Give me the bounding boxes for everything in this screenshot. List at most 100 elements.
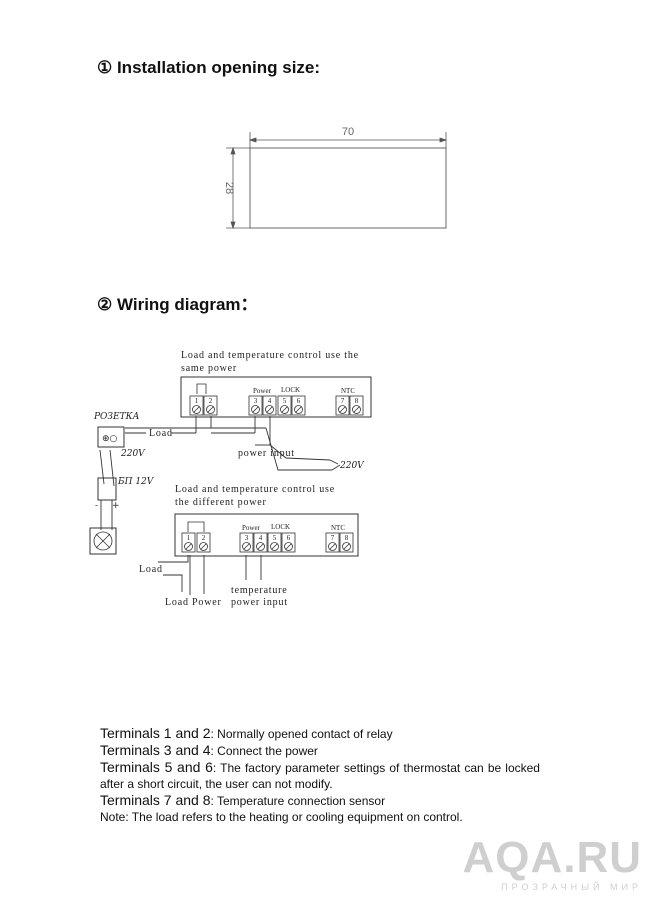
block2-terminal-number-5: 5 — [273, 534, 277, 542]
block2-terminal-screw-icon-2 — [199, 542, 208, 551]
watermark: AQA.RU ПРОЗРАЧНЫЙ МИР — [462, 833, 642, 893]
block2-terminal-8 — [339, 532, 354, 553]
note-terminals-1-2-lead: Terminals 1 and 2 — [100, 725, 211, 741]
note-terminals-3-4-text: : Connect the power — [210, 744, 318, 758]
socket-outlet-icon: ⊕○ — [102, 434, 118, 444]
wiring-lines-1 — [99, 416, 332, 487]
relay-symbol-2 — [187, 521, 205, 532]
block1-terminal-8 — [349, 395, 364, 416]
block1-terminal-5 — [277, 395, 292, 416]
block1-terminal-number-1: 1 — [195, 397, 199, 405]
wiring-diagram-heading: ② Wiring diagram： — [97, 295, 258, 314]
block1-terminal-number-6: 6 — [297, 397, 301, 405]
watermark-sub: ПРОЗРАЧНЫЙ МИР — [501, 882, 642, 892]
handwritten-annotations: РОЗЕТКА ⊕○ 220V БП 12V + - 220V — [89, 412, 365, 555]
block2-terminal-7 — [325, 532, 340, 553]
terminal-strip-1: 1 2 3 4 5 6 7 8 — [189, 395, 364, 416]
block2-terminal-6 — [281, 532, 296, 553]
note-terminals-1-2-text: : Normally opened contact of relay — [210, 727, 393, 741]
block2-terminal-number-6: 6 — [287, 534, 291, 542]
diff-power-label-line1: Load and temperature control use — [175, 484, 335, 495]
same-power-label-line1: Load and temperature control use the — [181, 350, 359, 361]
opening-rectangle — [249, 147, 447, 229]
block1-terminal-number-8: 8 — [355, 397, 359, 405]
block1-terminal-screw-icon-7 — [338, 405, 347, 414]
note-terminals-5-6-lead: Terminals 5 and 6 — [100, 759, 213, 775]
block1-terminal-7 — [335, 395, 350, 416]
block1-terminal-number-2: 2 — [209, 397, 213, 405]
note-terminals-3-4-lead: Terminals 3 and 4 — [100, 742, 211, 758]
block2-terminal-1 — [181, 532, 196, 553]
note-terminals-5-6: Terminals 5 and 6: The factory parameter… — [100, 759, 540, 792]
socket-handwritten-label: РОЗЕТКА — [93, 412, 140, 422]
lock-label-1: LOCK — [281, 386, 300, 394]
block2-terminal-2 — [196, 532, 211, 553]
block1-terminal-2 — [203, 395, 218, 416]
block1-terminal-screw-icon-6 — [294, 405, 303, 414]
block2-terminal-number-8: 8 — [345, 534, 349, 542]
v220-left-label: 220V — [120, 449, 146, 459]
power-label-2: Power — [242, 524, 261, 532]
block2-terminal-number-1: 1 — [187, 534, 191, 542]
block1-terminal-1 — [189, 395, 204, 416]
load-label-1: Load — [149, 428, 173, 439]
block1-terminal-number-3: 3 — [254, 397, 258, 405]
socket-box — [97, 426, 125, 448]
ntc-label-1: NTC — [341, 387, 355, 395]
terminal-notes: Terminals 1 and 2: Normally opened conta… — [100, 725, 540, 825]
load-power-label: Load Power — [165, 597, 222, 608]
block2-terminal-4 — [253, 532, 268, 553]
fan-box — [89, 527, 117, 555]
block1-terminal-4 — [262, 395, 277, 416]
power-input-label: power input — [238, 448, 295, 459]
block1-terminal-screw-icon-5 — [280, 405, 289, 414]
block1-terminal-number-7: 7 — [341, 397, 345, 405]
block1-terminal-3 — [248, 395, 263, 416]
power-label-1: Power — [253, 387, 272, 395]
same-power-label-line2: same power — [181, 363, 237, 374]
controller-block-1: Power LOCK NTC 1 2 3 4 5 6 7 8 — [180, 376, 372, 418]
lock-label-2: LOCK — [271, 523, 290, 531]
note-terminals-7-8-text: : Temperature connection sensor — [210, 794, 386, 808]
block1-terminal-screw-icon-8 — [352, 405, 361, 414]
height-dimension-label: 28 — [223, 182, 235, 194]
block2-terminal-screw-icon-1 — [184, 542, 193, 551]
note-terminals-1-2: Terminals 1 and 2: Normally opened conta… — [100, 725, 540, 742]
note-terminals-7-8: Terminals 7 and 8: Temperature connectio… — [100, 792, 540, 809]
block1-terminal-number-5: 5 — [283, 397, 287, 405]
block1-terminal-6 — [291, 395, 306, 416]
block2-terminal-3 — [239, 532, 254, 553]
controller-outline-1 — [180, 376, 372, 418]
installation-opening-heading: ① Installation opening size: — [97, 58, 321, 77]
block2-terminal-screw-icon-8 — [342, 542, 351, 551]
block2-terminal-number-2: 2 — [202, 534, 206, 542]
temperature-label: temperature — [231, 585, 288, 596]
block2-terminal-screw-icon-5 — [270, 542, 279, 551]
relay-symbol-1 — [196, 383, 207, 394]
watermark-main: AQA.RU — [462, 833, 642, 882]
diff-power-label-line2: the different power — [175, 497, 267, 508]
controller-outline-2 — [174, 513, 359, 557]
load-label-2: Load — [139, 564, 163, 575]
minus-sign: - — [95, 501, 98, 511]
note-load-definition: Note: The load refers to the heating or … — [100, 810, 463, 824]
block2-terminal-screw-icon-7 — [328, 542, 337, 551]
wiring-lines-2 — [158, 555, 262, 595]
block1-terminal-screw-icon-2 — [206, 405, 215, 414]
ntc-label-2: NTC — [331, 524, 345, 532]
block1-terminal-screw-icon-3 — [251, 405, 260, 414]
block2-terminal-number-4: 4 — [259, 534, 263, 542]
block2-terminal-screw-icon-3 — [242, 542, 251, 551]
block1-terminal-screw-icon-1 — [192, 405, 201, 414]
block1-terminal-number-4: 4 — [268, 397, 272, 405]
width-dimension-label: 70 — [342, 126, 354, 138]
note-terminals-7-8-lead: Terminals 7 and 8 — [100, 792, 211, 808]
block2-terminal-screw-icon-4 — [256, 542, 265, 551]
block2-terminal-screw-icon-6 — [284, 542, 293, 551]
v220-right-label: 220V — [339, 461, 365, 471]
block2-terminal-number-3: 3 — [245, 534, 249, 542]
block1-terminal-screw-icon-4 — [265, 405, 274, 414]
